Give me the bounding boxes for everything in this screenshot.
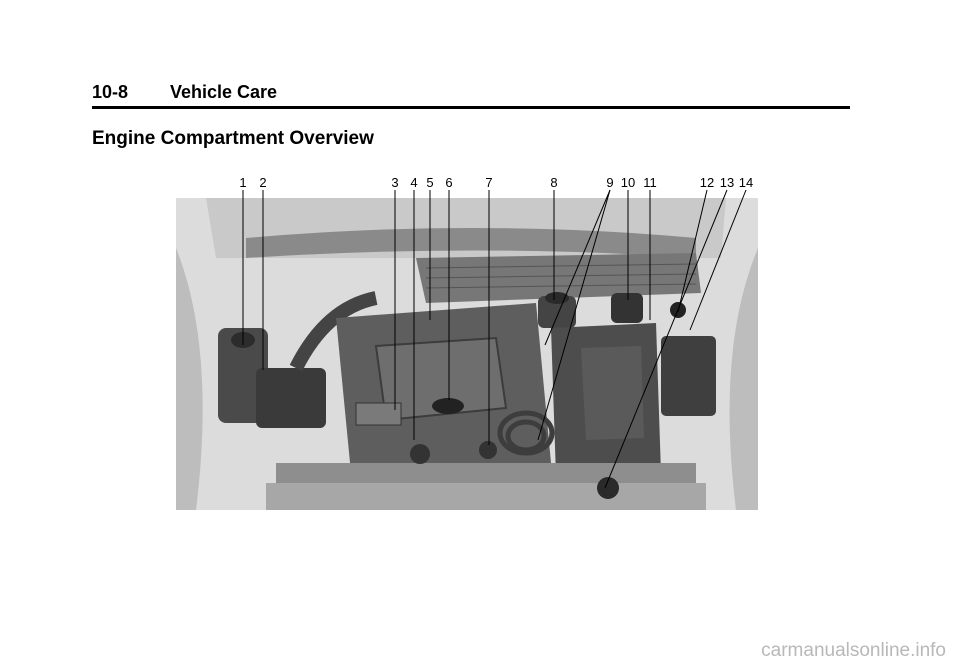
callout-11: 11 (643, 175, 657, 190)
callout-7: 7 (485, 175, 493, 190)
callout-6: 6 (445, 175, 453, 190)
watermark: carmanualsonline.info (761, 640, 946, 661)
page-header: 10-8 Vehicle Care (92, 82, 850, 109)
engine-compartment-illustration (176, 198, 758, 510)
callout-3: 3 (391, 175, 399, 190)
callout-8: 8 (550, 175, 558, 190)
callout-9: 9 (606, 175, 614, 190)
callout-14: 14 (738, 175, 754, 190)
callout-5: 5 (426, 175, 434, 190)
callout-4: 4 (410, 175, 418, 190)
callout-1: 1 (239, 175, 247, 190)
callout-2: 2 (259, 175, 267, 190)
callout-10: 10 (620, 175, 636, 190)
callout-13: 13 (719, 175, 735, 190)
page-number: 10-8 (92, 82, 129, 102)
page-title: Engine Compartment Overview (92, 128, 374, 149)
callout-12: 12 (699, 175, 715, 190)
section-title: Vehicle Care (170, 82, 278, 102)
